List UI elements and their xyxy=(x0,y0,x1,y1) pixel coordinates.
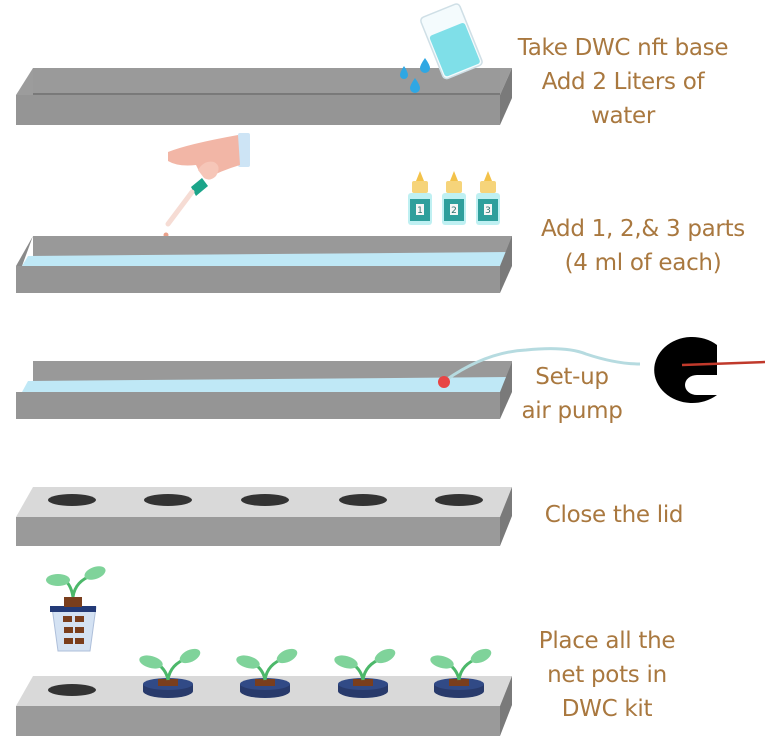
seedlings xyxy=(139,648,492,698)
step-2-line-1: Add 1, 2,& 3 parts xyxy=(541,216,745,242)
step-1-line-1: Take DWC nft base xyxy=(517,35,729,61)
step-4-lid xyxy=(16,487,512,546)
step-3-line-1: Set-up xyxy=(535,364,609,390)
bottle-label-1: 1 xyxy=(417,206,423,216)
seedling-icon xyxy=(139,648,201,698)
nutrient-bottle-1 xyxy=(408,171,432,225)
step-3-line-2: air pump xyxy=(521,398,623,424)
water-drop-icon xyxy=(400,58,430,93)
air-stone-icon xyxy=(438,376,450,388)
nutrient-bottle-2 xyxy=(442,171,466,225)
step-2-line-2: (4 ml of each) xyxy=(564,250,722,276)
net-pot-icon xyxy=(46,566,106,652)
lid-hole-icon xyxy=(339,494,387,506)
bottle-label-2: 2 xyxy=(451,206,457,216)
nutrient-bottle-3 xyxy=(476,171,500,225)
step-2-text: Add 1, 2,& 3 parts (4 ml of each) xyxy=(528,212,758,280)
lid-hole-icon xyxy=(241,494,289,506)
step-5-line-3: DWC kit xyxy=(561,696,653,722)
lid-hole-icon xyxy=(435,494,483,506)
step-5-text: Place all the net pots in DWC kit xyxy=(528,624,686,726)
step-5-line-1: Place all the xyxy=(538,628,676,654)
empty-hole-icon xyxy=(48,684,96,696)
lid-hole-icon xyxy=(48,494,96,506)
step-1-tray xyxy=(16,68,512,125)
water-glass-icon xyxy=(420,3,483,80)
step-5-line-2: net pots in xyxy=(547,662,667,688)
air-tube xyxy=(445,347,641,382)
air-pump-icon xyxy=(654,337,765,404)
seedling-icon xyxy=(334,648,396,698)
seedling-icon xyxy=(430,648,492,698)
nutrient-bottles xyxy=(408,171,500,225)
hand-dropper-icon xyxy=(163,133,250,264)
step-3-tray xyxy=(16,361,512,419)
lid-hole-icon xyxy=(144,494,192,506)
step-1-line-2: Add 2 Liters of xyxy=(541,69,705,95)
step-1-text: Take DWC nft base Add 2 Liters of water xyxy=(508,31,738,133)
seedling-icon xyxy=(236,648,298,698)
step-4-text: Close the lid xyxy=(528,498,700,532)
step-1-line-3: water xyxy=(590,103,656,129)
step-3-text: Set-up air pump xyxy=(514,360,630,428)
bottle-label-3: 3 xyxy=(485,206,491,216)
step-2-tray xyxy=(16,236,512,293)
step-4-line-1: Close the lid xyxy=(544,502,684,528)
